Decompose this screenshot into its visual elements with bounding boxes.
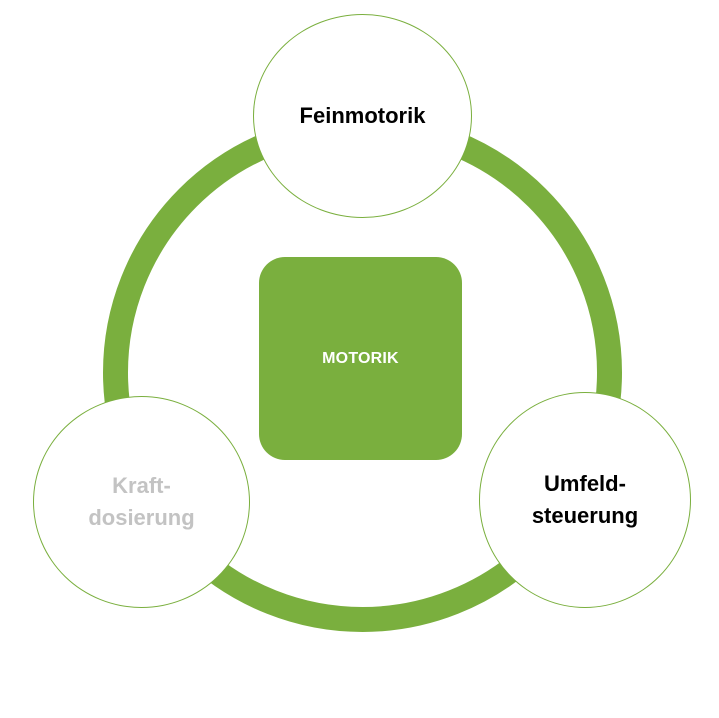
node-label-kraftdosierung: Kraft- dosierung	[88, 473, 195, 530]
center-label: MOTORIK	[322, 349, 399, 367]
node-feinmotorik: Feinmotorik	[253, 14, 472, 218]
node-kraftdosierung: Kraft- dosierung	[33, 396, 250, 608]
node-label-feinmotorik: Feinmotorik	[299, 103, 426, 128]
node-umfeldsteuerung: Umfeld- steuerung	[479, 392, 691, 608]
node-label-umfeldsteuerung: Umfeld- steuerung	[531, 471, 639, 528]
center-box: MOTORIK	[259, 257, 462, 460]
